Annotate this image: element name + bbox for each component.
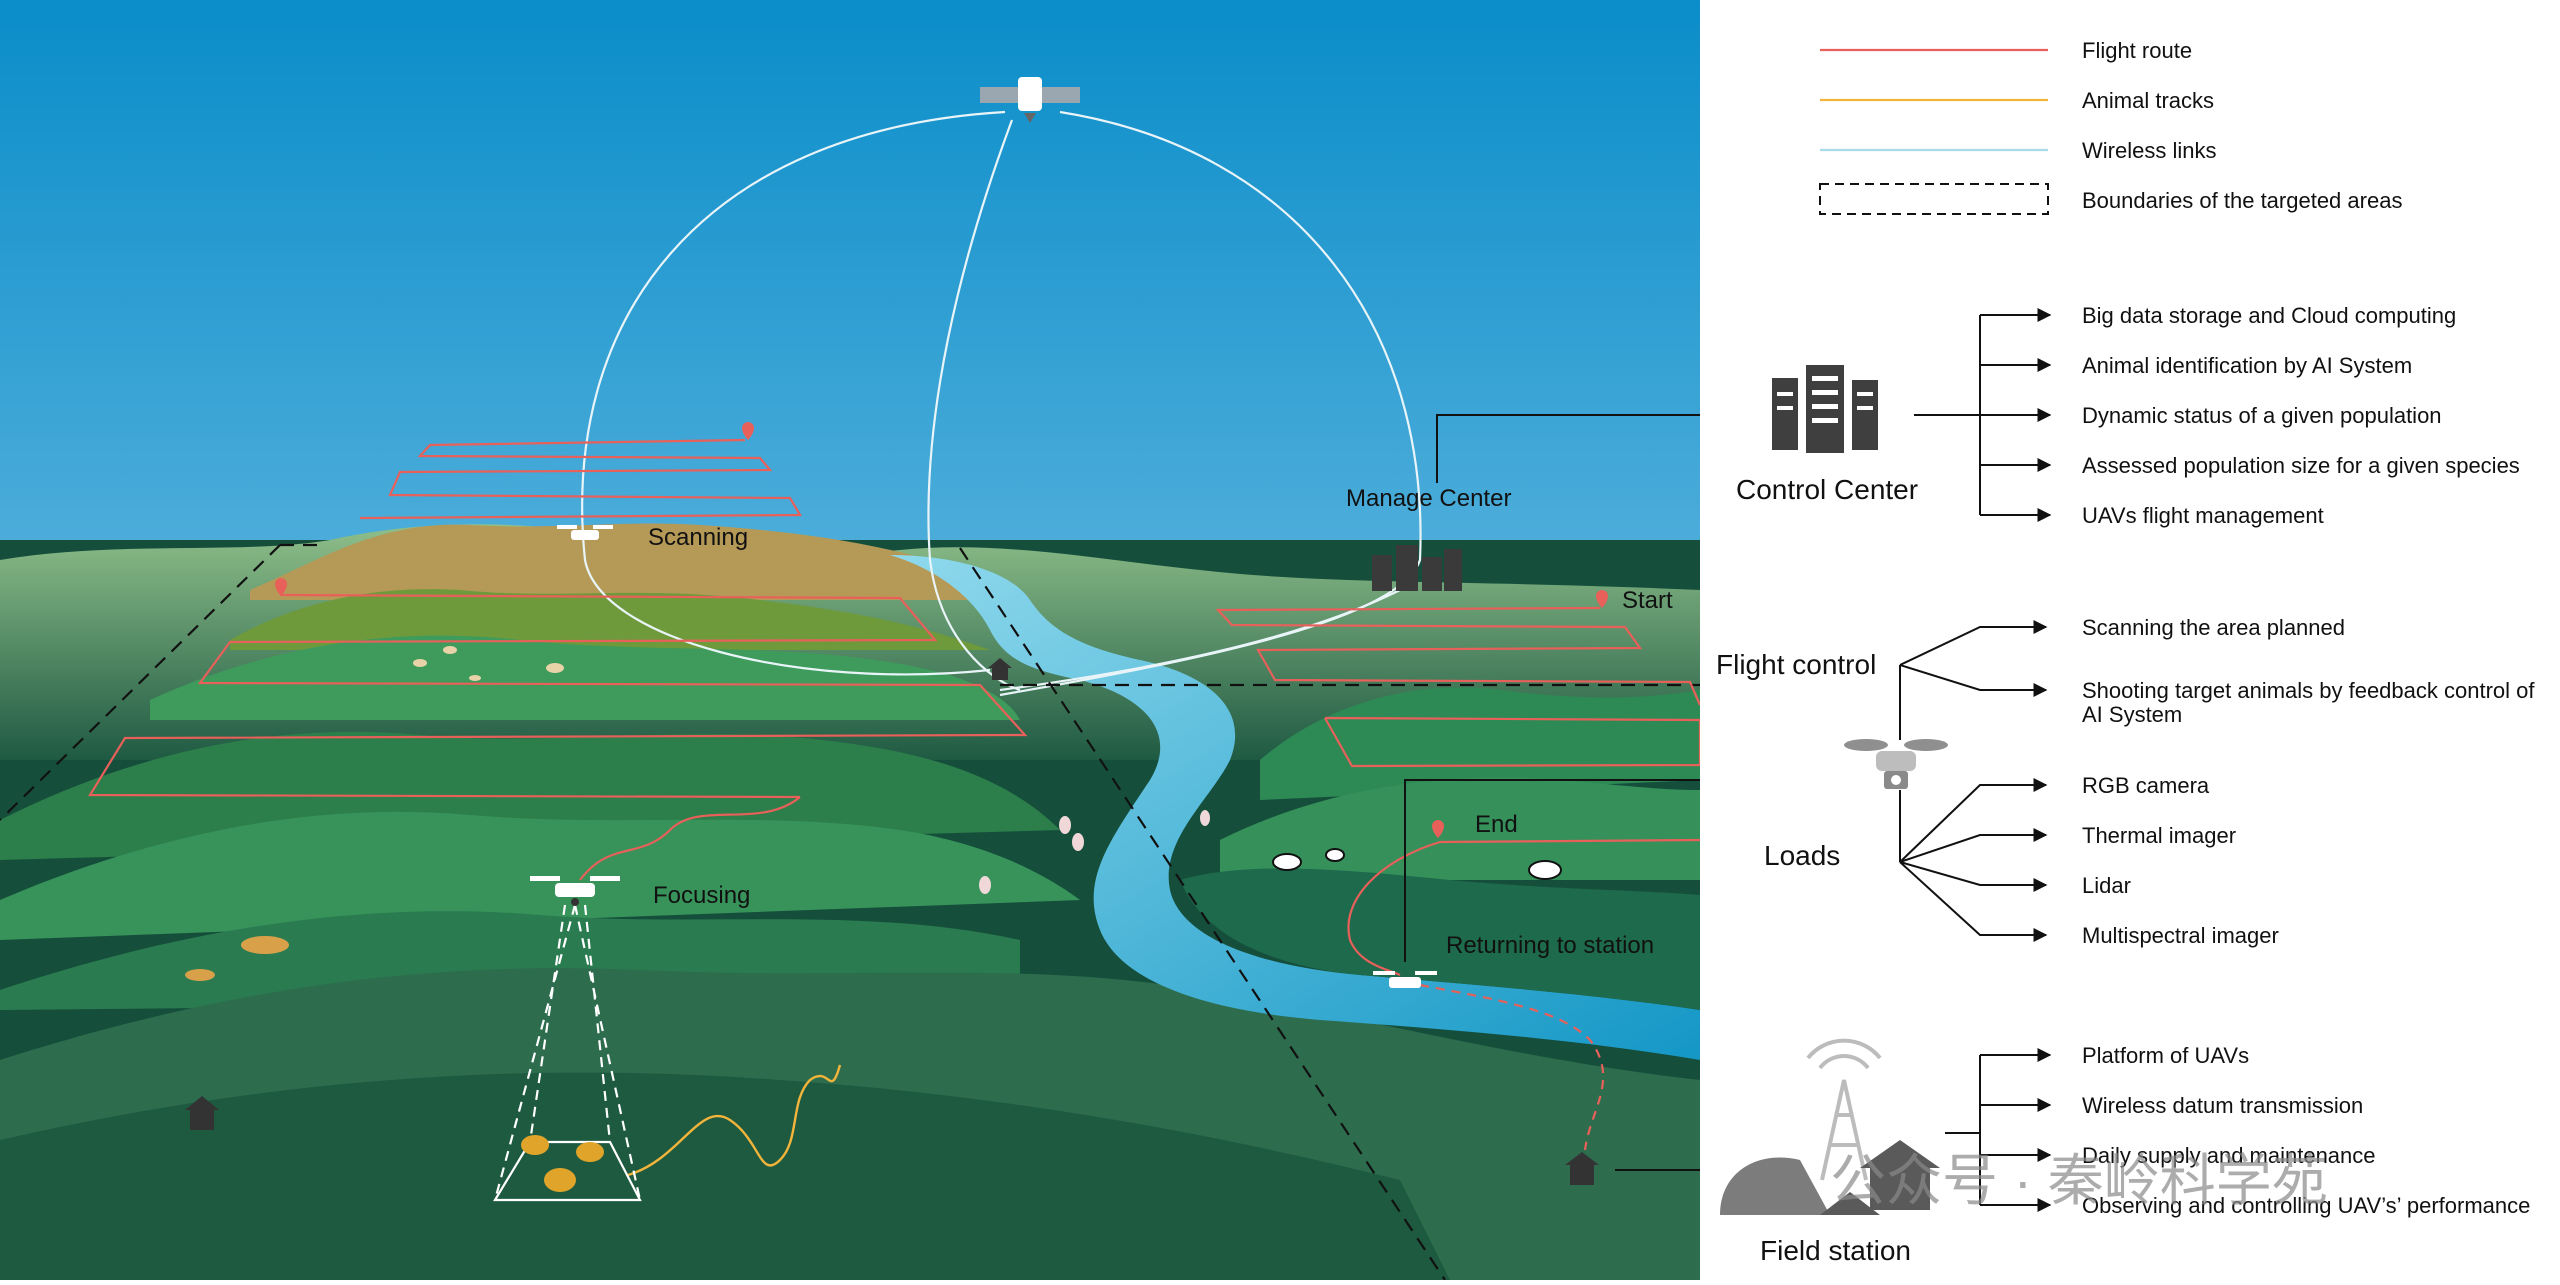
flight-control-arrow [1899,664,2048,697]
pin-mid [275,578,287,596]
loads-arrow [1899,828,2048,863]
drone-returning-icon [1373,971,1437,988]
loads-item: Multispectral imager [2082,923,2279,948]
wireless-link-arc [581,110,1006,676]
connector-drone-to-loads [1404,773,1812,962]
scene-labels: Scanning Focusing Manage Center Start En… [648,485,1673,959]
flight-control-item: Shooting target animals by feedback cont… [2082,678,2535,703]
animal-track [627,1064,842,1177]
flight-route-return [1419,983,1605,1151]
legend-label: Flight route [2082,38,2192,63]
control-center-tree: Big data storage and Cloud computingAnim… [1914,303,2520,528]
field-station-output-item: Daily supply and maintenance [2082,1143,2376,1168]
control-center-output-item: Dynamic status of a given population [2082,403,2442,428]
label-returning: Returning to station [1446,932,1654,959]
location-pin-icon [275,422,1608,838]
field-station-title: Field station [1760,1235,1911,1266]
hut-icon [185,658,1599,1185]
boundary-center [959,547,1446,1281]
flight-control-item: Scanning the area planned [2082,615,2345,640]
field-station-output-item: Wireless datum transmission [2082,1093,2363,1118]
hill-front-2 [0,1072,1450,1280]
wireless-link-inner [927,119,1021,692]
radio-tower-icon [1806,1038,1882,1181]
legend-label: Animal tracks [2082,88,2214,113]
camera-cone [493,904,642,1202]
field-station-output-item: Platform of UAVs [2082,1043,2249,1068]
hill-right-1 [1260,687,1700,800]
hut-left [185,1096,219,1130]
drone-scanning-icon [557,525,613,540]
control-center-group: Control Center Big data storage and Clou… [1736,303,2520,528]
control-center-output-item: Animal identification by AI System [2082,353,2412,378]
cone-base [493,1140,642,1202]
flight-routes [88,438,1702,1151]
leopard-icon [185,936,289,981]
flight-route-scan-top [359,438,802,520]
control-center-output-item: Big data storage and Cloud computing [2082,303,2456,328]
hill-left-2 [0,811,1080,940]
hut-center [988,658,1012,680]
flight-route-scan-mid [88,593,1028,799]
monkey-icon [521,1135,604,1192]
drone-focusing-icon [530,876,620,906]
hut-field [1565,1152,1599,1185]
loads-arrow [1899,861,2048,942]
label-manage-center: Manage Center [1346,485,1511,512]
label-scanning: Scanning [648,524,748,551]
watermark: 公众号 · 秦岭科学苑 [1830,1149,2328,1212]
mountain-olive [230,589,990,650]
pin-start [1596,590,1608,608]
mountain-brown [250,523,990,600]
pin-scan [742,422,754,440]
river [890,555,1700,1060]
satellite-icon [980,77,1080,123]
flight-route-focus [579,796,801,881]
boundary-left [0,544,281,821]
pin-end [1432,820,1444,838]
manage-center-buildings-icon [1372,545,1462,591]
server-icon [1772,365,1878,453]
flight-control-item-cont: AI System [2082,702,2182,727]
right-dark-forest [1180,868,1700,1010]
loads-item: Thermal imager [2082,823,2236,848]
legend-label: Wireless links [2082,138,2216,163]
flight-control-group: Flight control Scanning the area planned… [1716,615,2535,948]
loads-item: RGB camera [2082,773,2210,798]
field-station-output-item: Observing and controlling UAV’s’ perform… [2082,1193,2530,1218]
sheep-icon [413,646,564,681]
loads-arrow [1899,778,2048,863]
label-focusing: Focusing [653,882,750,909]
right-panel [1700,0,2560,1280]
loads-item: Lidar [2082,873,2131,898]
station-houses-icon [1720,1140,1940,1215]
control-center-output-item: UAVs flight management [2082,503,2324,528]
label-end: End [1475,811,1518,838]
flight-control-arrow [1899,620,2048,666]
flight-route-end [1347,838,1701,976]
loads-title: Loads [1764,840,1840,871]
target-boundaries [0,543,1700,1281]
flight-control-title: Flight control [1716,649,1876,680]
control-center-output-item: Assessed population size for a given spe… [2082,453,2520,478]
control-center-title: Control Center [1736,474,1918,505]
meadow [150,635,1020,720]
loads-arrow [1899,861,2048,892]
bird-icon [979,810,1210,894]
animals [185,646,1562,1192]
legend-swatch [1819,183,2049,215]
panda-icon [1272,848,1562,880]
legend-label: Boundaries of the targeted areas [2082,188,2402,213]
drone-icon [1844,739,1948,789]
label-start: Start [1622,587,1673,614]
connector-manage-to-control [1436,408,1732,483]
